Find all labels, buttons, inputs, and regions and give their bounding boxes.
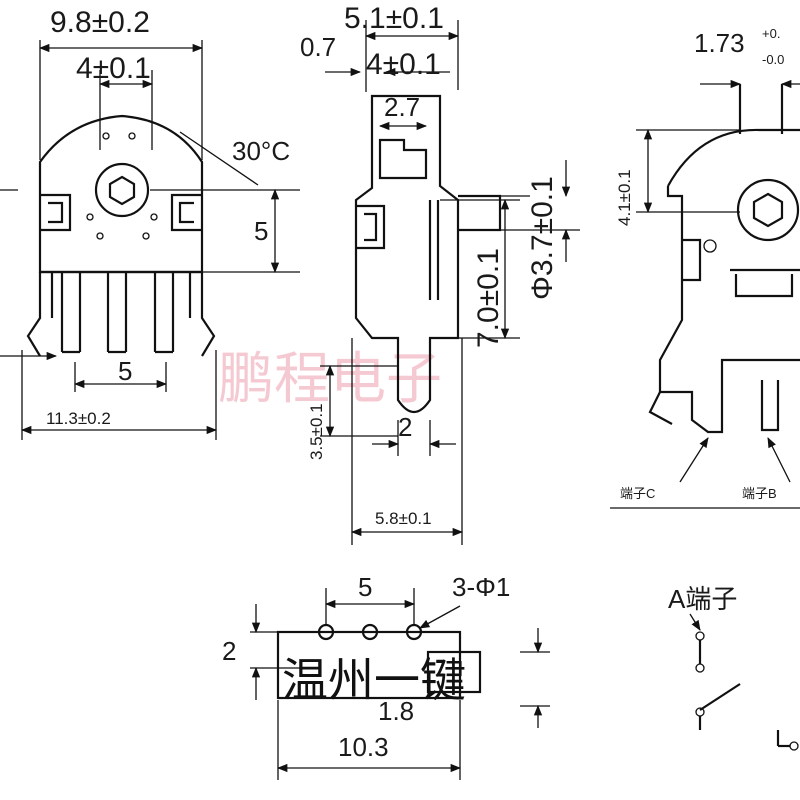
switch-schematic: A端子 <box>668 584 799 751</box>
switch-contact <box>699 683 741 711</box>
dim-side-inner: 4±0.1 <box>366 48 441 81</box>
dim-overall-width: 11.3±0.2 <box>46 409 111 428</box>
dim-offset: 0.7 <box>300 32 336 62</box>
front-view: 9.8±0.2 4±0.1 30°C 5 5 11.3±0.2 <box>0 6 300 440</box>
dim-fp-width: 10.3 <box>338 732 389 762</box>
dim-right-height: 4.1±0.1 <box>615 169 634 226</box>
dim-knob: 2.7 <box>384 92 420 122</box>
footprint-view: 5 3-Φ1 2 1.8 10.3 温州一键 <box>222 572 550 780</box>
dim-tol-plus: +0. <box>762 26 780 41</box>
side-view: 5.1±0.1 0.7 4±0.1 2.7 7.0±0.1 Φ3.7±0.1 3… <box>300 2 580 545</box>
footprint-outline <box>276 630 462 700</box>
front-hex-socket <box>108 175 136 206</box>
dim-fp-pitch: 5 <box>358 572 372 602</box>
right-body-outline <box>658 128 800 434</box>
terminal-c-label: 端子C <box>620 486 655 501</box>
front-shaft-circle <box>94 162 150 218</box>
dim-angle: 30°C <box>232 136 290 166</box>
dim-base: 5.8±0.1 <box>375 509 432 528</box>
dim-side-height: 7.0±0.1 <box>472 248 505 348</box>
dim-diameter: Φ3.7±0.1 <box>526 176 559 300</box>
dim-pin-pitch-top: 4±0.1 <box>76 52 151 85</box>
dim-shaft-height: 5 <box>254 216 268 246</box>
schematic-node-3 <box>789 741 799 751</box>
dim-pin-width: 2 <box>398 412 412 442</box>
schematic-node-1 <box>695 663 705 673</box>
dim-fp-holes: 3-Φ1 <box>452 572 510 602</box>
right-shaft-circle <box>736 178 800 242</box>
schematic-node-a <box>695 631 705 641</box>
dim-side-overall: 5.1±0.1 <box>344 2 444 35</box>
dim-tol-minus: -0.0 <box>762 52 784 67</box>
footprint-hole-3 <box>405 623 423 641</box>
dim-right-top: 1.73 <box>694 28 745 58</box>
side-body-outline <box>354 94 460 414</box>
dim-fp-small: 1.8 <box>378 696 414 726</box>
dim-pin-length: 3.5±0.1 <box>307 403 326 460</box>
terminal-a-label: A端子 <box>668 584 737 614</box>
right-view: 1.73 +0. -0.0 4.1±0.1 端子C 端子B <box>610 26 800 509</box>
dim-pin-spacing: 5 <box>118 356 132 386</box>
footprint-hole-2 <box>361 623 379 641</box>
terminal-b-label: 端子B <box>742 486 777 501</box>
dim-fp-row: 2 <box>222 636 236 666</box>
dim-body-width: 9.8±0.2 <box>50 6 150 39</box>
front-body-outline <box>38 114 204 274</box>
watermark-bottom: 温州一键 <box>282 653 466 707</box>
